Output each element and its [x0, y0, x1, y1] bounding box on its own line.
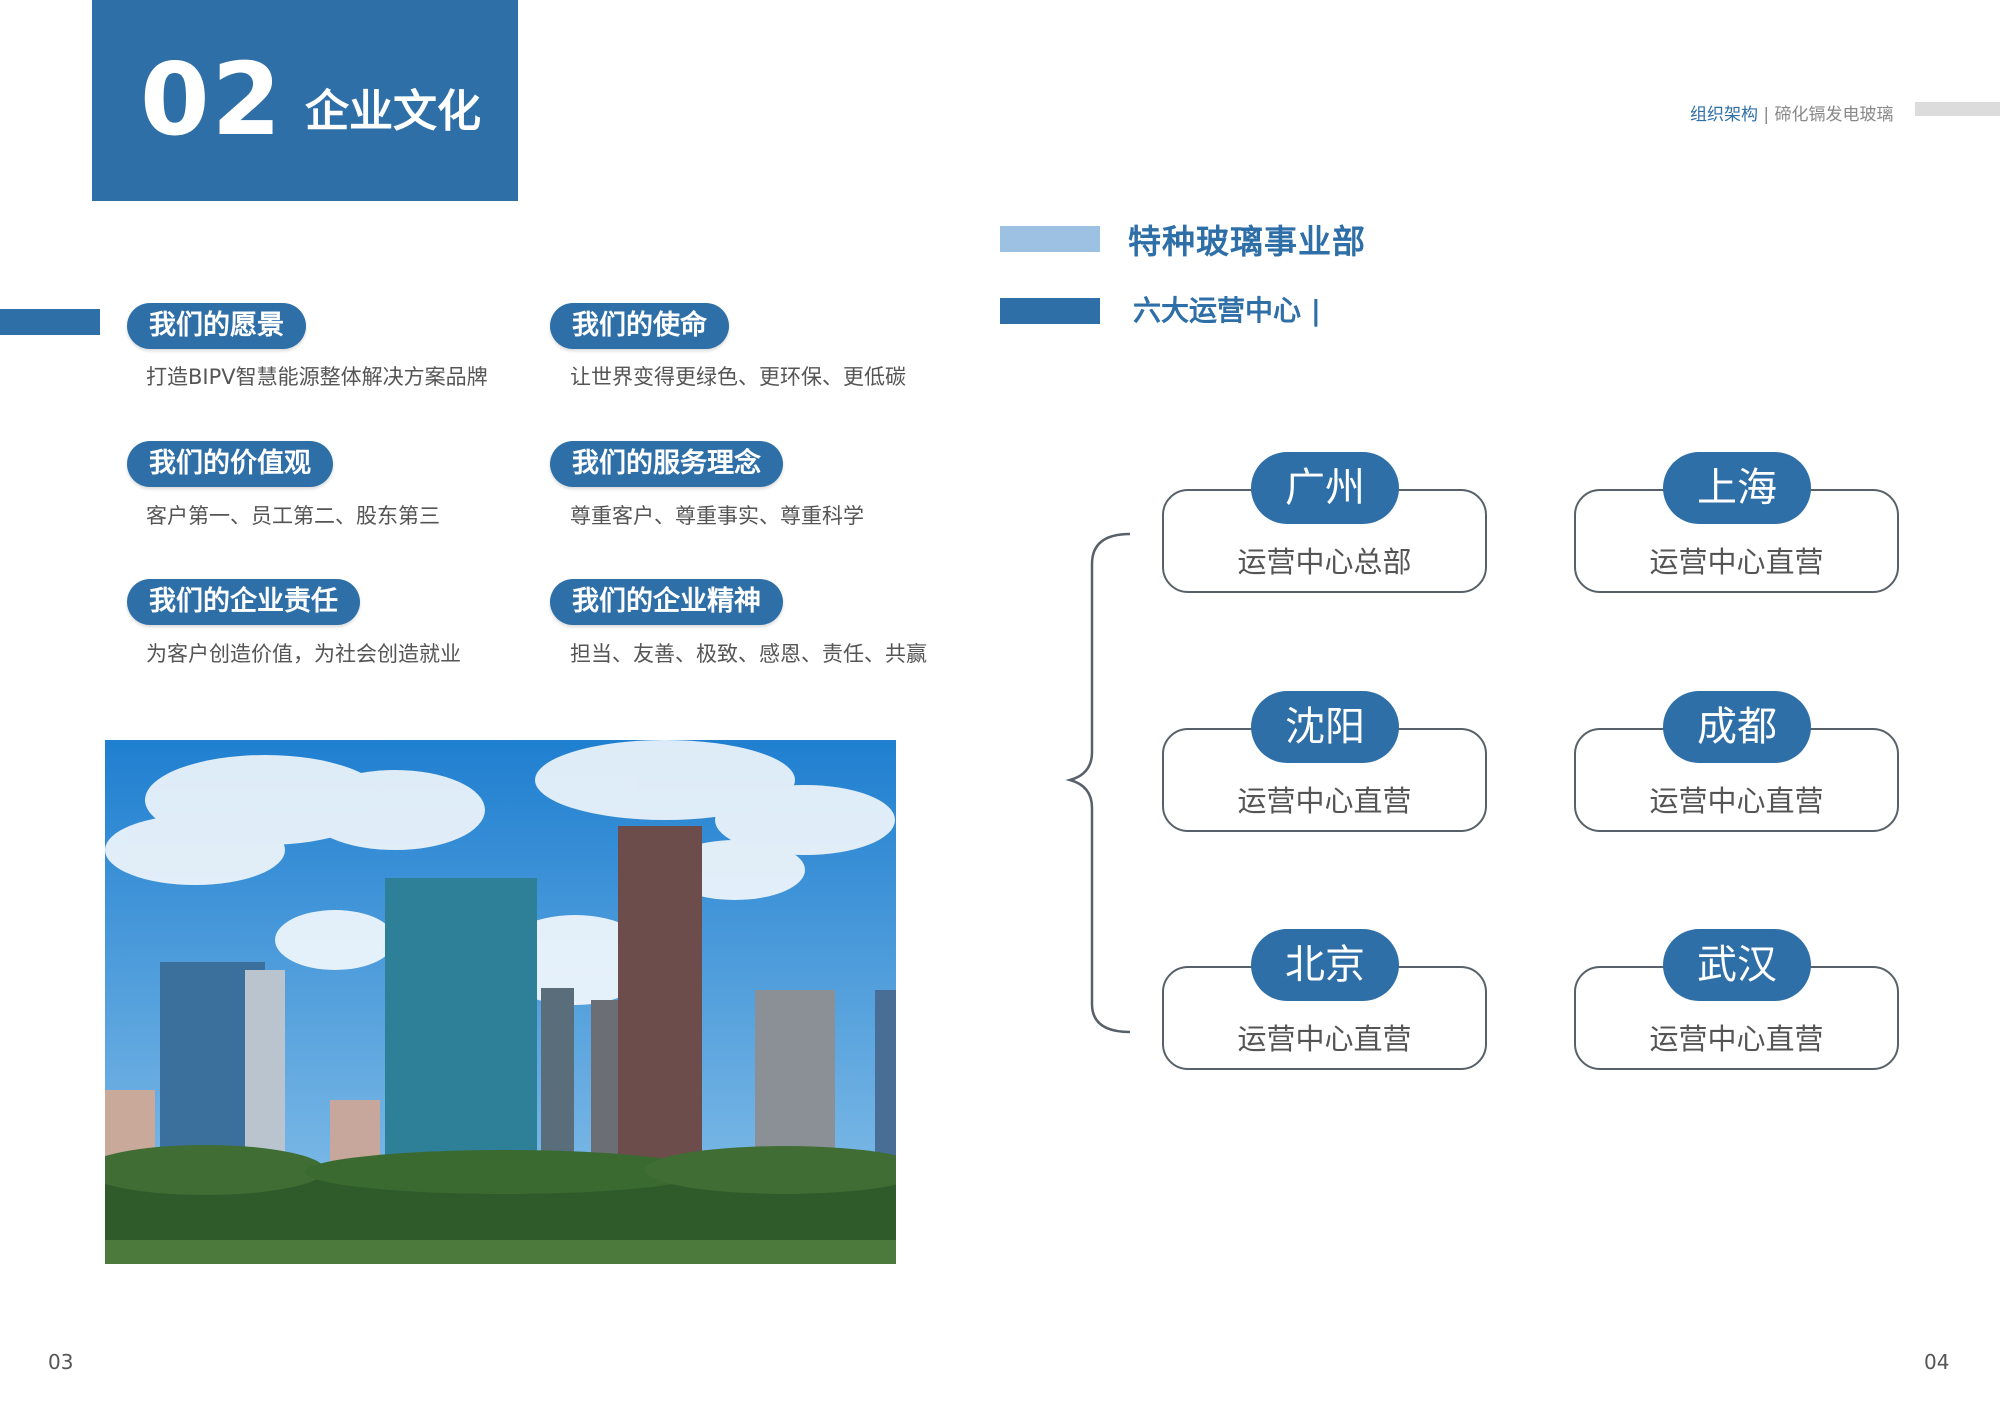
mission-text: 让世界变得更绿色、更环保、更低碳 [570, 365, 906, 389]
city-badge-wuhan: 武汉 [1663, 929, 1811, 1001]
division-title: 特种玻璃事业部 [1128, 222, 1366, 261]
city-badge-beijing: 北京 [1251, 929, 1399, 1001]
breadcrumb: 组织架构 | 碲化镉发电玻璃 [1690, 100, 1894, 125]
left-accent-bar [0, 309, 100, 335]
center-card-shanghai: 运营中心直营 [1574, 489, 1899, 593]
section-number: 02 [140, 41, 284, 158]
centers-accent-bar [1000, 298, 1100, 324]
vision-text: 打造BIPV智慧能源整体解决方案品牌 [146, 365, 488, 389]
division-accent-bar [1000, 226, 1100, 252]
curly-brace [1065, 532, 1130, 1034]
city-badge-chengdu: 成都 [1663, 691, 1811, 763]
center-type: 运营中心直营 [1649, 1022, 1824, 1056]
breadcrumb-section: 组织架构 [1690, 105, 1758, 125]
responsibility-text: 为客户创造价值，为社会创造就业 [146, 642, 461, 666]
center-card-wuhan: 运营中心直营 [1574, 966, 1899, 1070]
city-badge-guangzhou: 广州 [1251, 452, 1399, 524]
section-header-block [92, 0, 518, 201]
spirit-text: 担当、友善、极致、感恩、责任、共赢 [570, 642, 927, 666]
center-type: 运营中心直营 [1649, 545, 1824, 579]
city-badge-shenyang: 沈阳 [1251, 691, 1399, 763]
values-label: 我们的价值观 [127, 441, 333, 487]
responsibility-label: 我们的企业责任 [127, 579, 360, 625]
breadcrumb-separator: | [1763, 105, 1770, 125]
center-type: 运营中心直营 [1237, 784, 1412, 818]
section-title: 企业文化 [305, 86, 481, 137]
spirit-label: 我们的企业精神 [550, 579, 783, 625]
city-badge-shanghai: 上海 [1663, 452, 1811, 524]
service-label: 我们的服务理念 [550, 441, 783, 487]
mission-label: 我们的使命 [550, 303, 729, 349]
centers-title: 六大运营中心 | [1133, 294, 1321, 327]
breadcrumb-bar [1915, 102, 2000, 116]
page-number-left: 03 [48, 1350, 74, 1374]
city-skyline-photo [105, 740, 896, 1264]
center-type: 运营中心总部 [1237, 545, 1412, 579]
page-number-right: 04 [1924, 1350, 1950, 1374]
center-type: 运营中心直营 [1649, 784, 1824, 818]
service-text: 尊重客户、尊重事实、尊重科学 [570, 504, 864, 528]
values-text: 客户第一、员工第二、股东第三 [146, 504, 440, 528]
center-type: 运营中心直营 [1237, 1022, 1412, 1056]
vision-label: 我们的愿景 [127, 303, 306, 349]
breadcrumb-subtitle: 碲化镉发电玻璃 [1774, 105, 1894, 125]
